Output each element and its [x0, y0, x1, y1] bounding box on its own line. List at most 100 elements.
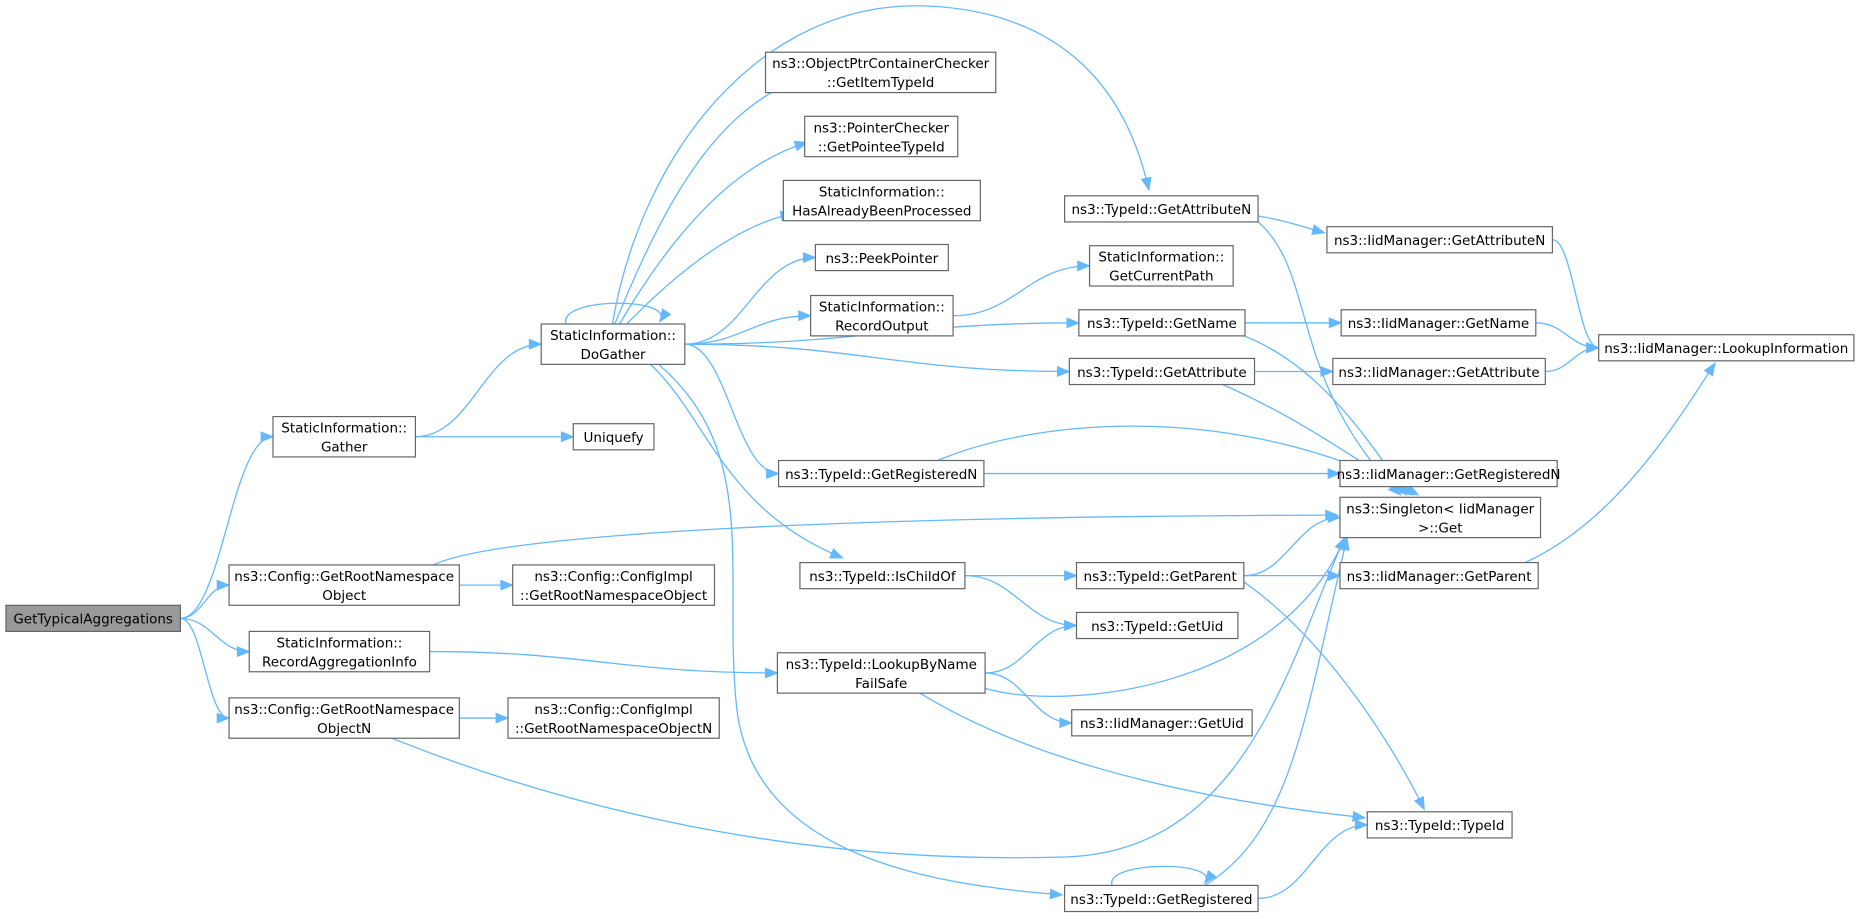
node-dogather[interactable]: StaticInformation::DoGather	[540, 323, 686, 365]
edge-dogather-to-dogather-arrowhead	[659, 308, 672, 323]
edge-tgreg-to-typeid-arrowhead	[1354, 819, 1369, 831]
node-tgreg[interactable]: ns3::TypeId::GetRegistered	[1064, 884, 1259, 913]
edge-tgparent-to-singleton-arrowhead	[1327, 511, 1342, 523]
node-lookupinfo[interactable]: ns3::IidManager::LookupInformation	[1598, 334, 1855, 362]
nodes-layer: GetTypicalAggregationsStaticInformation:…	[5, 51, 1855, 913]
node-gcp-box	[1088, 245, 1234, 287]
node-tguid[interactable]: ns3::TypeId::GetUid	[1075, 611, 1239, 640]
edge-mgattr-to-lookupinfo	[1545, 342, 1601, 373]
edge-gta-to-rai-arrowhead	[236, 646, 251, 658]
node-mgan-label-0: ns3::IidManager::GetAttributeN	[1334, 233, 1545, 249]
node-mgregn[interactable]: ns3::IidManager::GetRegisteredN	[1337, 459, 1561, 488]
node-pchk[interactable]: ns3::PointerChecker::GetPointeeTypeId	[804, 115, 959, 158]
edge-gta-to-grnon-line	[180, 617, 230, 719]
edge-tgname-to-mgname	[1245, 317, 1343, 329]
edge-tischild-to-tgparent-arrowhead	[1064, 570, 1078, 582]
edge-dogather-to-recout-line	[684, 315, 811, 345]
node-gather[interactable]: StaticInformation::Gather	[272, 415, 417, 458]
edge-recout-to-gcp-line	[953, 265, 1090, 317]
edge-gta-to-rai-line	[180, 617, 250, 653]
node-mgattr-label-0: ns3::IidManager::GetAttribute	[1338, 365, 1539, 381]
node-mgparent[interactable]: ns3::IidManager::GetParent	[1339, 561, 1539, 590]
edge-gta-to-gather-arrowhead	[260, 431, 275, 443]
edge-gta-to-grno-arrowhead	[216, 579, 231, 591]
node-rai-label-1: RecordAggregationInfo	[262, 654, 417, 670]
edge-dogather-to-tgregn-arrowhead	[766, 468, 780, 480]
node-uniquefy[interactable]: Uniquefy	[572, 423, 655, 451]
edge-dogather-to-tgattr	[684, 343, 1071, 377]
edge-mgan-to-lookupinfo	[1552, 239, 1601, 354]
edge-dogather-to-pchk	[618, 140, 809, 325]
edge-dogather-to-peek-line	[684, 256, 816, 345]
node-mgregn-label-0: ns3::IidManager::GetRegisteredN	[1337, 467, 1561, 483]
edge-grnon-to-singleton-line	[391, 537, 1346, 859]
node-mgname[interactable]: ns3::IidManager::GetName	[1340, 309, 1537, 337]
node-pchk-box	[804, 115, 959, 158]
node-tgan[interactable]: ns3::TypeId::GetAttributeN	[1064, 195, 1259, 223]
node-optrcc-label-1: ::GetItemTypeId	[827, 75, 934, 91]
edge-dogather-to-tischild	[649, 363, 844, 559]
node-peek[interactable]: ns3::PeekPointer	[814, 243, 949, 272]
edge-tgregn-to-singleton-arrowhead	[1404, 484, 1420, 496]
node-grnon_impl[interactable]: ns3::Config::ConfigImpl::GetRootNamespac…	[507, 697, 720, 739]
edge-dogather-to-pchk-line	[618, 141, 808, 325]
node-typeid[interactable]: ns3::TypeId::TypeId	[1366, 811, 1513, 839]
edge-dogather-to-tgan	[611, 5, 1152, 325]
edge-mgattr-to-lookupinfo-arrowhead	[1586, 342, 1601, 354]
edge-tgan-to-mgan-arrowhead	[1311, 224, 1326, 235]
node-uniquefy-label-0: Uniquefy	[584, 430, 644, 446]
node-tgparent[interactable]: ns3::TypeId::GetParent	[1075, 561, 1245, 590]
node-typeid-box	[1366, 811, 1513, 839]
edge-tgreg-to-tgreg-line	[1111, 865, 1208, 886]
edge-dogather-to-tgattr-arrowhead	[1056, 366, 1071, 377]
edge-mgan-to-lookupinfo-line	[1552, 239, 1599, 349]
node-tgattr[interactable]: ns3::TypeId::GetAttribute	[1068, 357, 1256, 386]
node-uniquefy-box	[572, 423, 655, 451]
node-gcp-label-1: GetCurrentPath	[1109, 269, 1213, 285]
node-singleton[interactable]: ns3::Singleton< IidManager>::Get	[1339, 496, 1542, 539]
node-tgname-label-0: ns3::TypeId::GetName	[1087, 316, 1237, 332]
edge-grno-to-singleton-line	[432, 514, 1338, 566]
edge-grnon-to-grnon_impl-arrowhead	[495, 712, 510, 724]
node-gta[interactable]: GetTypicalAggregations	[5, 604, 182, 633]
node-habp[interactable]: StaticInformation::HasAlreadyBeenProcess…	[782, 179, 981, 222]
node-recout[interactable]: StaticInformation::RecordOutput	[810, 294, 954, 337]
node-grnon-box	[228, 697, 460, 739]
node-mgparent-box	[1339, 561, 1539, 590]
edge-tgreg-to-tgreg	[1111, 865, 1217, 886]
node-tischild[interactable]: ns3::TypeId::IsChildOf	[799, 561, 966, 590]
node-optrcc[interactable]: ns3::ObjectPtrContainerChecker::GetItemT…	[764, 51, 997, 94]
edge-dogather-to-optrcc-line	[614, 82, 790, 325]
edge-dogather-to-tischild-arrowhead	[829, 548, 844, 559]
node-rai[interactable]: StaticInformation::RecordAggregationInfo	[248, 630, 431, 673]
node-mgattr[interactable]: ns3::IidManager::GetAttribute	[1332, 357, 1546, 386]
node-gather-label-1: Gather	[321, 440, 368, 456]
node-grno[interactable]: ns3::Config::GetRootNamespaceObject	[228, 564, 460, 606]
edge-gta-to-gather	[180, 431, 275, 620]
edge-tgparent-to-typeid-line	[1233, 575, 1425, 810]
node-tgname[interactable]: ns3::TypeId::GetName	[1078, 309, 1246, 337]
edge-gta-to-rai	[180, 617, 251, 658]
node-mgan-box	[1326, 226, 1554, 254]
node-gcp[interactable]: StaticInformation::GetCurrentPath	[1088, 245, 1234, 287]
edge-tgreg-to-tgreg-arrowhead	[1203, 869, 1217, 885]
node-grno_impl-label-1: ::GetRootNamespaceObject	[520, 588, 707, 604]
node-mgan[interactable]: ns3::IidManager::GetAttributeN	[1326, 226, 1554, 254]
node-tlookup-box	[776, 652, 986, 694]
node-grnon[interactable]: ns3::Config::GetRootNamespaceObjectN	[228, 697, 460, 739]
node-tgregn[interactable]: ns3::TypeId::GetRegisteredN	[777, 459, 985, 488]
node-grno_impl[interactable]: ns3::Config::ConfigImpl::GetRootNamespac…	[512, 564, 716, 606]
edge-gather-to-dogather	[415, 338, 543, 438]
node-tgname-box	[1078, 309, 1246, 337]
edge-tlookup-to-mguid	[985, 672, 1074, 729]
node-optrcc-label-0: ns3::ObjectPtrContainerChecker	[772, 56, 990, 72]
node-tgan-box	[1064, 195, 1259, 223]
node-mguid[interactable]: ns3::IidManager::GetUid	[1071, 709, 1253, 737]
edge-dogather-to-dogather	[565, 302, 672, 325]
edge-tlookup-to-typeid-line	[919, 692, 1365, 819]
node-grno-label-1: Object	[322, 588, 366, 604]
node-tgattr-label-0: ns3::TypeId::GetAttribute	[1077, 365, 1247, 381]
edge-gta-to-grno	[180, 579, 231, 620]
